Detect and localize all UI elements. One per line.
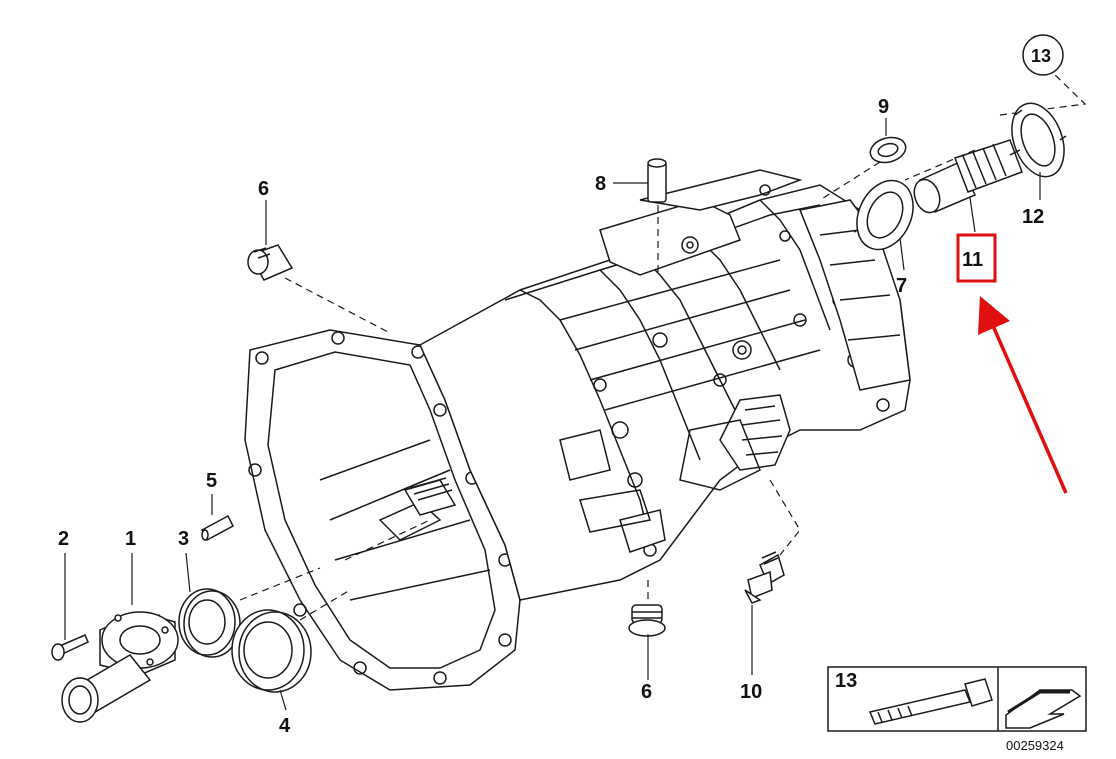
- direction-arrow-icon: [1005, 689, 1082, 729]
- callout-10: 10: [740, 681, 762, 703]
- part-8-pin: [647, 158, 667, 203]
- part-2-bolt: [51, 634, 89, 661]
- part-1-guide-sleeve: [61, 611, 179, 723]
- part-7-seal-ring: [856, 179, 914, 251]
- part-11-output-shaft: [913, 139, 1023, 214]
- diagram-id: 00259324: [1006, 738, 1064, 753]
- callout-5: 5: [206, 470, 217, 492]
- callout-6-upper: 6: [258, 178, 269, 200]
- callout-6-lower: 6: [641, 681, 652, 703]
- callout-11: 11: [962, 249, 983, 271]
- part-4-bearing-ring: [231, 609, 312, 693]
- callout-2: 2: [58, 528, 69, 550]
- callout-7: 7: [896, 275, 907, 297]
- callout-3: 3: [178, 528, 189, 550]
- callout-9: 9: [878, 96, 889, 118]
- transmission-housing: [244, 169, 911, 691]
- callout-8: 8: [595, 173, 606, 195]
- part-3-shaft-seal: [178, 588, 241, 658]
- part-10-sensor: [744, 551, 785, 604]
- callout-4: 4: [279, 715, 291, 737]
- callout-12: 12: [1022, 206, 1044, 228]
- callout-leaders: [64, 118, 1041, 711]
- callout-1: 1: [125, 528, 136, 550]
- part-6-plug-upper: [247, 244, 294, 281]
- highlight-arrow: [977, 295, 1068, 494]
- part-13-reference-circle: [1022, 34, 1064, 76]
- part-6-plug-lower: [628, 604, 666, 637]
- callout-13-circle: 13: [1031, 46, 1051, 66]
- part-13-detail-box: [827, 666, 1087, 732]
- highlight-box-part-11: [956, 233, 997, 283]
- part-12-ring-nut: [1009, 102, 1067, 178]
- callout-13-box: 13: [835, 670, 857, 692]
- part-9-small-seal: [869, 136, 907, 164]
- part-5-dowel-pin: [201, 514, 234, 542]
- part-13-bolt-drawing: [868, 678, 993, 725]
- callout-labels: 1 2 3 4 5 6 6 7 8 9 10 11 12 13 13 00259…: [58, 46, 1064, 753]
